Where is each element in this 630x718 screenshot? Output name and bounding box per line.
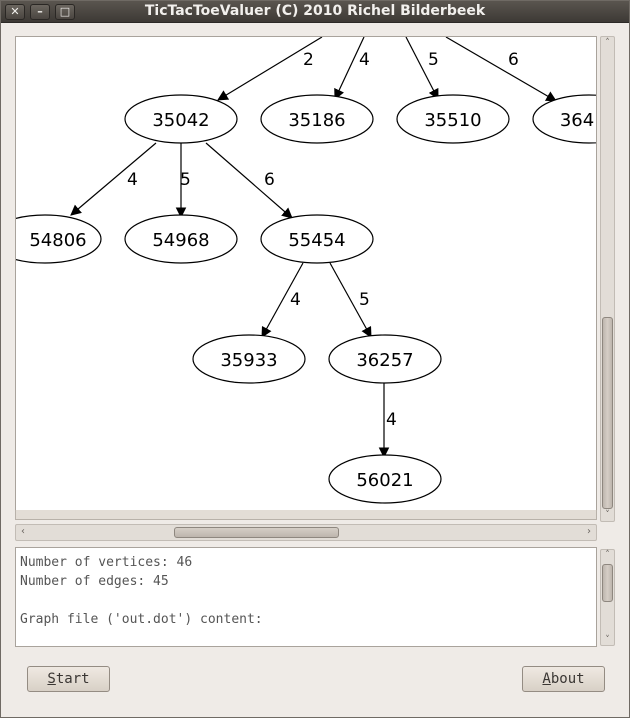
output-vertical-scroll-thumb[interactable] <box>602 564 613 602</box>
node-label: 56021 <box>356 470 413 491</box>
about-button[interactable]: About <box>522 666 605 692</box>
graph-edge <box>329 262 372 338</box>
node-label: 35933 <box>220 350 277 371</box>
graph-vertical-scrollbar[interactable]: ˄ ˅ <box>600 36 615 522</box>
start-button-label: tart <box>55 671 90 687</box>
graph-edge <box>70 142 157 216</box>
graph-frame-edge <box>15 510 597 520</box>
edge-label: 5 <box>180 170 191 190</box>
start-button-mnemonic: S <box>47 671 56 687</box>
graph-horizontal-scroll-thumb[interactable] <box>174 527 339 538</box>
graph-node <box>532 94 596 144</box>
edge-label: 4 <box>359 50 370 70</box>
edge-label: 2 <box>303 50 314 70</box>
scroll-right-icon[interactable]: › <box>587 526 591 537</box>
about-button-mnemonic: A <box>542 671 551 687</box>
about-button-label: bout <box>550 671 585 687</box>
scroll-left-icon[interactable]: ‹ <box>21 526 25 537</box>
graph-node <box>328 454 442 504</box>
window-title: TicTacToeValuer (C) 2010 Richel Bilderbe… <box>144 3 486 19</box>
graph-node <box>328 334 442 384</box>
scroll-up-icon[interactable]: ˄ <box>605 38 610 48</box>
edge-label: 6 <box>264 170 275 190</box>
graph-edge <box>405 37 439 100</box>
graph-node <box>124 94 238 144</box>
graph-edge <box>445 37 557 102</box>
node-label: 54968 <box>152 230 209 251</box>
node-label: 55454 <box>288 230 345 251</box>
graph-view[interactable]: 2 4 5 6 4 5 6 4 5 4 <box>15 36 597 511</box>
node-label: 54806 <box>29 230 86 251</box>
output-line: Number of edges: 45 <box>20 574 169 589</box>
node-label: 364 <box>560 110 594 131</box>
graph-node <box>124 214 238 264</box>
minimize-icon[interactable]: – <box>30 4 50 20</box>
graph-edge <box>261 262 304 338</box>
scroll-down-icon[interactable]: ˅ <box>605 510 610 520</box>
node-label: 35042 <box>152 110 209 131</box>
output-vertical-scrollbar[interactable]: ˄ ˅ <box>600 549 615 646</box>
edge-label: 5 <box>359 290 370 310</box>
edge-label: 6 <box>508 50 519 70</box>
graph-vertical-scroll-thumb[interactable] <box>602 317 613 509</box>
edge-label: 5 <box>428 50 439 70</box>
output-line: Graph file ('out.dot') content: <box>20 612 263 627</box>
node-label: 36257 <box>356 350 413 371</box>
scroll-up-icon[interactable]: ˄ <box>605 550 610 560</box>
maximize-icon[interactable]: □ <box>55 4 75 20</box>
graph-edge <box>205 142 293 219</box>
output-line: Number of vertices: 46 <box>20 555 193 570</box>
graph-edge <box>217 37 323 101</box>
graph-node <box>396 94 510 144</box>
title-bar[interactable]: ✕ – □ TicTacToeValuer (C) 2010 Richel Bi… <box>1 1 629 23</box>
graph-node <box>192 334 306 384</box>
graph-horizontal-scrollbar[interactable]: ‹ › <box>15 524 597 541</box>
node-label: 35186 <box>288 110 345 131</box>
graph-edge <box>334 37 365 100</box>
output-textarea[interactable]: Number of vertices: 46 Number of edges: … <box>15 547 597 647</box>
graph-node <box>16 214 102 264</box>
edge-label: 4 <box>127 170 138 190</box>
edge-label: 4 <box>386 410 397 430</box>
node-label: 35510 <box>424 110 481 131</box>
close-icon[interactable]: ✕ <box>5 4 25 20</box>
graph-node <box>260 214 374 264</box>
graph-canvas: 2 4 5 6 4 5 6 4 5 4 <box>16 37 596 504</box>
graph-node <box>260 94 374 144</box>
start-button[interactable]: Start <box>27 666 110 692</box>
scroll-down-icon[interactable]: ˅ <box>605 635 610 645</box>
edge-label: 4 <box>290 290 301 310</box>
